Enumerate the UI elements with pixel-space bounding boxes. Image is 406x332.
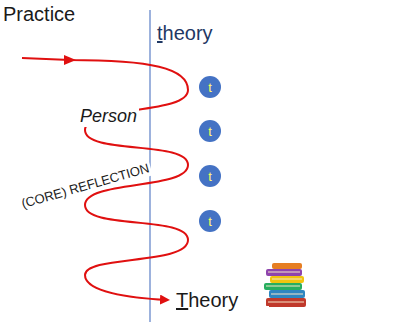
book [266, 298, 306, 307]
book [264, 283, 302, 290]
theory-heading: theory [157, 22, 213, 45]
circle-letter: t [208, 170, 212, 183]
theory-circle: t [199, 76, 221, 98]
book [270, 276, 304, 283]
theory-circle: t [199, 210, 221, 232]
book [269, 290, 305, 298]
page-edge [272, 279, 302, 280]
circle-letter: t [208, 125, 212, 138]
book [272, 263, 302, 269]
books-icon [263, 263, 306, 308]
page-edge [271, 294, 303, 295]
book [263, 306, 269, 308]
practice-heading: Practice [3, 3, 75, 26]
page-edge [266, 286, 300, 287]
book [266, 269, 302, 276]
theory-heading: Theory [176, 289, 238, 312]
circle-letter: t [208, 81, 212, 94]
page-edge [268, 302, 304, 303]
page-edge [268, 272, 300, 273]
arrow-head [64, 55, 76, 65]
circle-letter: t [208, 215, 212, 228]
person-label: Person [78, 106, 139, 127]
theory-circle: t [199, 165, 221, 187]
theory-circle: t [199, 120, 221, 142]
